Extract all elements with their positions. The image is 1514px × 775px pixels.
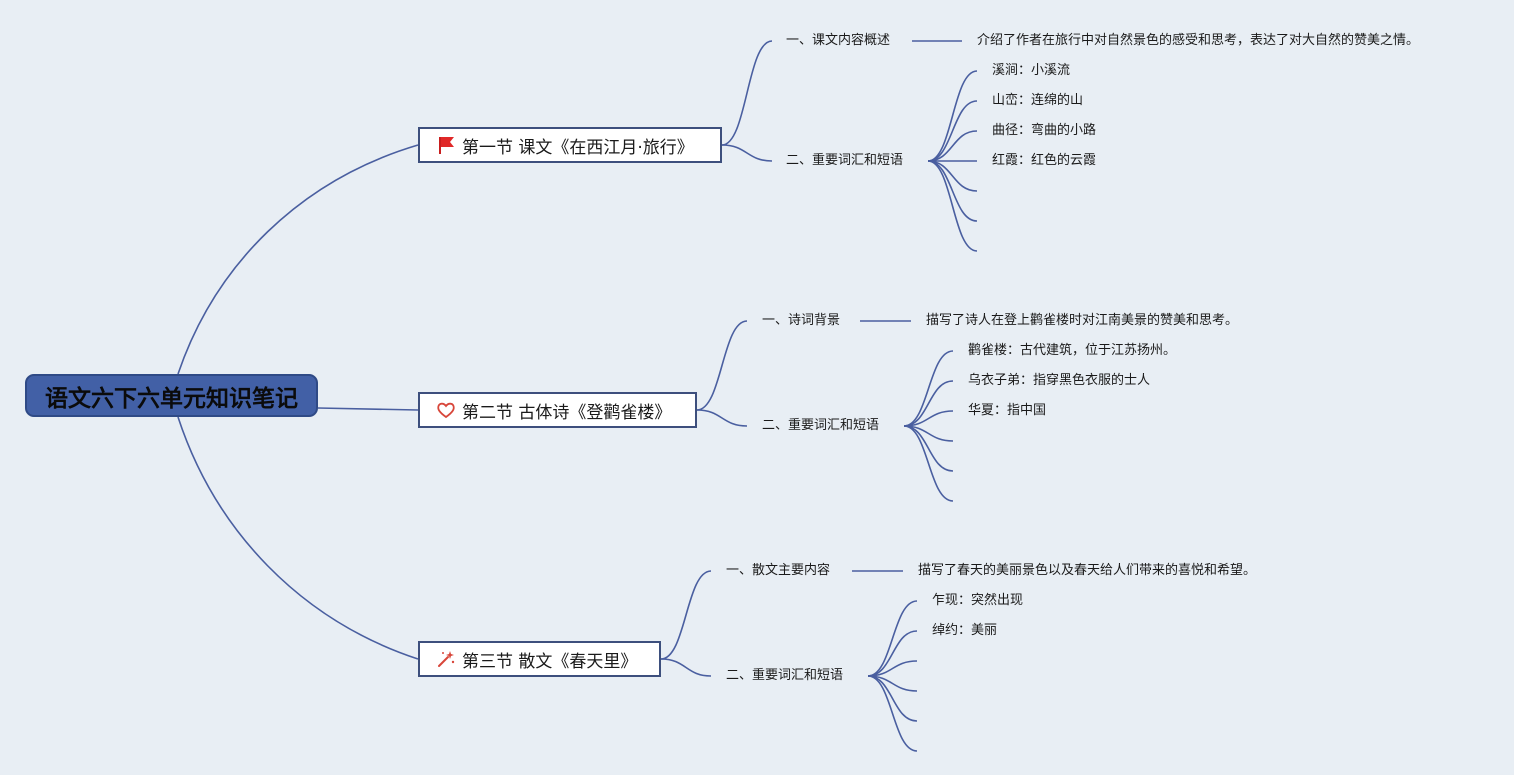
root-title: 语文六下六单元知识笔记 bbox=[45, 385, 298, 412]
section-1-vocab-branch bbox=[927, 160, 978, 222]
section-3-term[interactable]: 乍现：突然出现 bbox=[932, 593, 1024, 608]
section-1-vocab-branch bbox=[927, 160, 978, 192]
section-2-topic[interactable]: 第二节 古体诗《登鹳雀楼》 bbox=[418, 392, 697, 428]
section-1-title: 第一节 课文《在西江月·旅行》 bbox=[462, 137, 694, 158]
section-2-summary-text[interactable]: 描写了诗人在登上鹳雀楼时对江南美景的赞美和思考。 bbox=[926, 313, 1239, 328]
section-1-vocab-branch bbox=[927, 70, 978, 162]
section-3-vocab-branch bbox=[867, 600, 918, 677]
section-2-title: 第二节 古体诗《登鹳雀楼》 bbox=[462, 402, 672, 423]
root-to-section-2 bbox=[317, 407, 419, 411]
section-3-vocab-label[interactable]: 二、重要词汇和短语 bbox=[726, 668, 844, 683]
section-1-topic[interactable]: 第一节 课文《在西江月·旅行》 bbox=[418, 127, 722, 163]
section-2-vocab-label[interactable]: 二、重要词汇和短语 bbox=[762, 418, 880, 433]
section-1-term[interactable]: 曲径：弯曲的小路 bbox=[992, 123, 1097, 138]
section-1-vocab-branch bbox=[927, 160, 978, 252]
section-1-vocab-label[interactable]: 二、重要词汇和短语 bbox=[786, 153, 904, 168]
section-3-summary-label[interactable]: 一、散文主要内容 bbox=[726, 563, 831, 578]
root-to-section-3 bbox=[177, 416, 419, 660]
section-1-term[interactable]: 溪涧：小溪流 bbox=[992, 63, 1071, 78]
section-3-to-vocab bbox=[660, 658, 712, 677]
section-2-vocab-branch bbox=[903, 380, 954, 427]
section-1-term[interactable]: 红霞：红色的云霞 bbox=[992, 153, 1097, 168]
section-1-to-vocab bbox=[721, 144, 773, 162]
section-1-vocab-branch bbox=[927, 130, 978, 162]
section-2-to-vocab bbox=[696, 409, 748, 427]
section-3-term[interactable]: 绰约：美丽 bbox=[932, 623, 998, 638]
red-flag-icon bbox=[436, 135, 456, 155]
section-2-summary-label[interactable]: 一、诗词背景 bbox=[762, 313, 841, 328]
section-3-topic[interactable]: 第三节 散文《春天里》 bbox=[418, 641, 661, 677]
section-1-term[interactable]: 山峦：连绵的山 bbox=[992, 93, 1084, 108]
section-2-vocab-branch bbox=[903, 425, 954, 502]
section-2-vocab-branch bbox=[903, 350, 954, 427]
section-3-title: 第三节 散文《春天里》 bbox=[462, 651, 638, 672]
section-1-summary-text[interactable]: 介绍了作者在旅行中对自然景色的感受和思考，表达了对大自然的赞美之情。 bbox=[977, 33, 1420, 48]
section-2-to-summary bbox=[696, 320, 748, 411]
section-3-summary-text[interactable]: 描写了春天的美丽景色以及春天给人们带来的喜悦和希望。 bbox=[918, 563, 1257, 578]
section-2-term[interactable]: 鹳雀楼：古代建筑，位于江苏扬州。 bbox=[968, 343, 1177, 358]
section-1-vocab-branch bbox=[927, 100, 978, 162]
section-3-vocab-branch bbox=[867, 675, 918, 752]
heart-icon bbox=[436, 400, 456, 420]
section-1-to-summary bbox=[721, 40, 773, 146]
section-1-summary-label[interactable]: 一、课文内容概述 bbox=[786, 33, 891, 48]
section-3-vocab-branch bbox=[867, 630, 918, 677]
section-3-to-summary bbox=[660, 570, 712, 660]
magic-wand-icon bbox=[436, 649, 456, 669]
root-topic[interactable]: 语文六下六单元知识笔记 bbox=[25, 374, 318, 417]
root-to-section-1 bbox=[177, 144, 419, 375]
section-2-term[interactable]: 华夏：指中国 bbox=[968, 403, 1047, 418]
section-2-term[interactable]: 乌衣子弟：指穿黑色衣服的士人 bbox=[968, 373, 1151, 388]
